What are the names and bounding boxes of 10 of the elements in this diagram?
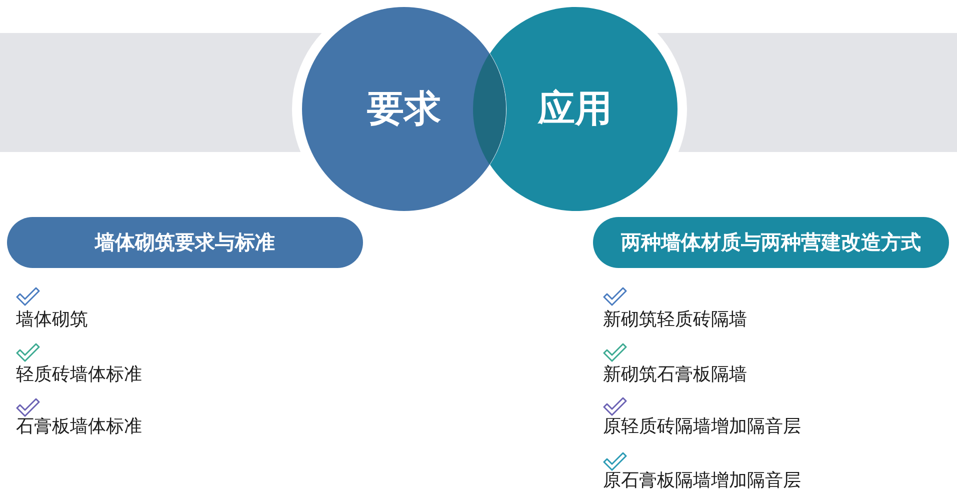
list-item: 轻质砖墙体标准 bbox=[16, 364, 142, 386]
list-item: 新砌筑石膏板隔墙 bbox=[603, 364, 747, 386]
heading-pill: 墙体砌筑要求与标准 bbox=[7, 217, 363, 268]
list-item: 原石膏板隔墙增加隔音层 bbox=[603, 470, 801, 492]
list-item: 原轻质砖隔墙增加隔音层 bbox=[603, 416, 801, 438]
heading-pill: 两种墙体材质与两种营建改造方式 bbox=[593, 217, 949, 268]
list-item: 石膏板墙体标准 bbox=[16, 416, 142, 438]
list-item: 新砌筑轻质砖隔墙 bbox=[603, 309, 747, 331]
list-item: 墙体砌筑 bbox=[16, 309, 88, 331]
venn-circle: 要求 bbox=[302, 7, 506, 211]
